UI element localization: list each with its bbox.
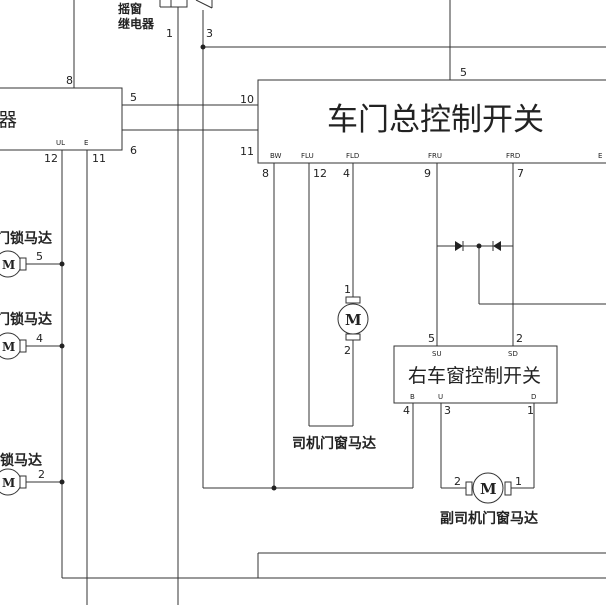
junction-dot — [200, 44, 206, 50]
lock-motor-2-pin: 4 — [36, 332, 43, 345]
pin-b: B — [410, 393, 415, 401]
pin-frd: FRD — [506, 152, 520, 160]
pin-12-flu: 12 — [313, 167, 327, 180]
pin-6-left: 6 — [130, 144, 137, 157]
junction-dot — [59, 479, 65, 485]
pin-su: SU — [432, 350, 442, 358]
junctions — [59, 44, 482, 491]
lock-motor-2-label: 门锁马达 — [0, 311, 52, 328]
pin-flu: FLU — [301, 152, 314, 160]
pin-sd: SD — [508, 350, 518, 358]
right-switch-title: 右车窗控制开关 — [408, 365, 541, 387]
right-switch-outline — [393, 345, 558, 404]
lock-motor-3-pin: 2 — [38, 468, 45, 481]
relay-label-bottom: 继电器 — [118, 16, 155, 31]
relay-contact — [195, 0, 213, 9]
right-window-switch: 右车窗控制开关 SU SD B U D 5 2 4 3 1 — [393, 332, 558, 417]
lock-motor-1-symbol: M — [2, 258, 15, 272]
pin-2-sd: 2 — [516, 332, 523, 345]
pin-ul: UL — [56, 139, 65, 147]
lock-motor-2-symbol: M — [2, 340, 15, 354]
pin-3-u: 3 — [444, 404, 451, 417]
relay-pin-1: 1 — [166, 27, 173, 40]
relay-label-top: 摇窗 — [118, 1, 142, 16]
lock-motor-1-brush — [19, 257, 27, 271]
pin-4-b: 4 — [403, 404, 410, 417]
pin-u: U — [438, 393, 443, 401]
pin-11-right: 11 — [240, 145, 254, 158]
window-relay: 摇窗 继电器 1 3 — [118, 0, 213, 40]
pin-5-left: 5 — [130, 91, 137, 104]
motor-circle — [337, 303, 369, 335]
motor-pin-1: 1 — [344, 283, 351, 296]
driver-window-motor-label: 司机门窗马达 — [292, 435, 376, 452]
pin-11-left: 11 — [92, 152, 106, 165]
lock-motor-3-symbol: M — [2, 476, 15, 490]
main-switch-outline — [257, 79, 606, 164]
left-controller-box: 器 UL E 8 5 6 12 11 — [0, 74, 137, 165]
pm-brush-left — [465, 481, 473, 496]
passenger-window-motor: M 2 1 副司机门窗马达 — [440, 472, 538, 527]
left-box-label: 器 — [0, 109, 17, 131]
driver-window-motor: M 1 2 司机门窗马达 — [292, 283, 376, 452]
pm-pin-2: 2 — [454, 475, 461, 488]
left-box-outline — [0, 87, 123, 151]
lock-motor-1-pin: 5 — [36, 250, 43, 263]
pin-10: 10 — [240, 93, 254, 106]
diode-right — [493, 241, 501, 251]
pin-fru: FRU — [428, 152, 442, 160]
pin-9-fru: 9 — [424, 167, 431, 180]
pin-5-top: 5 — [460, 66, 467, 79]
lock-motor-1-label: 门锁马达 — [0, 230, 52, 247]
pin-7-frd: 7 — [517, 167, 524, 180]
wires — [20, 0, 606, 605]
junction-dot — [59, 261, 65, 267]
pin-4-fld: 4 — [343, 167, 350, 180]
lock-motor-3-brush — [19, 475, 27, 489]
relay-coil — [170, 0, 188, 8]
relay-pin-3: 3 — [206, 27, 213, 40]
pin-1-d: 1 — [527, 404, 534, 417]
motor-symbol: M — [345, 311, 362, 329]
pin-e-left: E — [84, 139, 88, 147]
junction-dot — [59, 343, 65, 349]
motor-brush-bottom — [345, 333, 361, 341]
pin-8-bw: 8 — [262, 167, 269, 180]
motor-pin-2: 2 — [344, 344, 351, 357]
diode-left — [455, 241, 463, 251]
pin-e-right: E — [598, 152, 602, 160]
junction-dot — [476, 243, 482, 249]
lock-motor-3: M 锁马达 2 — [0, 452, 45, 496]
pin-8-left: 8 — [66, 74, 73, 87]
diode-pair — [455, 241, 501, 251]
pin-bw: BW — [270, 152, 282, 160]
pm-circle — [472, 472, 504, 504]
lock-motor-2-brush — [19, 339, 27, 353]
main-switch-title: 车门总控制开关 — [327, 102, 544, 138]
pm-brush-right — [504, 481, 512, 496]
pm-motor-symbol: M — [480, 480, 497, 498]
lock-motor-3-label: 锁马达 — [0, 452, 42, 469]
pm-pin-1: 1 — [515, 475, 522, 488]
pin-5-su: 5 — [428, 332, 435, 345]
pin-d: D — [531, 393, 536, 401]
motor-brush-top — [345, 296, 361, 304]
pin-12-left: 12 — [44, 152, 58, 165]
lock-motor-2: M 门锁马达 4 — [0, 311, 52, 360]
pin-fld: FLD — [346, 152, 359, 160]
main-door-switch: 车门总控制开关 5 10 11 BW FLU FLD FRU FRD E 8 1… — [240, 66, 606, 180]
passenger-window-motor-label: 副司机门窗马达 — [440, 510, 538, 527]
lock-motor-1: M 门锁马达 5 — [0, 230, 52, 278]
junction-dot — [271, 485, 277, 491]
